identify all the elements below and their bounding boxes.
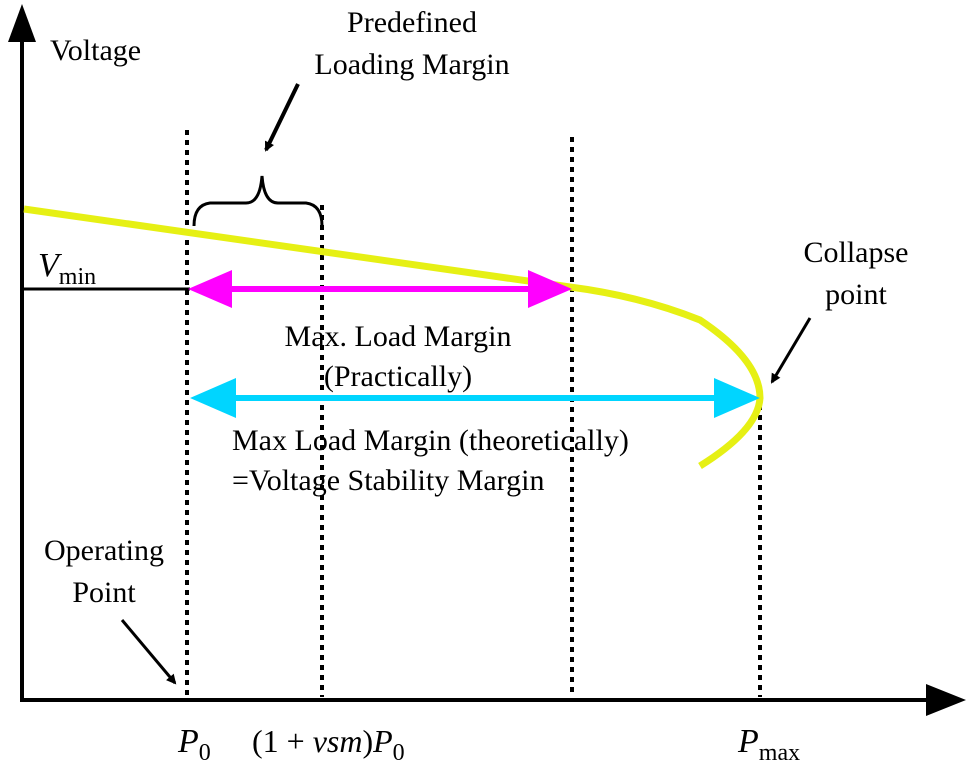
practical-margin-arrow	[188, 270, 572, 308]
pv-curve	[23, 205, 764, 469]
practical-margin-label-line1: Max. Load Margin	[285, 320, 512, 353]
predefined-margin-label-line2: Loading Margin	[314, 48, 509, 81]
operating-point-label-line1: Operating	[44, 534, 164, 567]
collapse-label-line2: point	[825, 278, 887, 311]
predefined-margin-brace	[192, 175, 324, 227]
predefined-margin-label-line1: Predefined	[347, 6, 477, 39]
x-tick-pmax: Pmax	[737, 723, 800, 766]
theoretical-margin-label-line2: =Voltage Stability Margin	[232, 464, 544, 497]
collapse-pointer-arrow	[770, 317, 812, 384]
operating-point-label-line2: Point	[72, 576, 136, 609]
vmin-label: Vmin	[38, 247, 96, 290]
theoretical-margin-arrow	[190, 378, 760, 418]
operating-pointer-arrow	[120, 619, 177, 685]
x-axis-arrowhead	[926, 684, 966, 716]
collapse-label-line1: Collapse	[804, 236, 909, 269]
x-tick-vsm: (1 + vsm)P0	[252, 723, 405, 766]
theoretical-margin-label-line1: Max Load Margin (theoretically)	[232, 424, 629, 457]
y-axis-arrowhead	[8, 4, 36, 42]
predefined-pointer-arrow	[264, 83, 300, 152]
y-axis-label: Voltage	[50, 34, 141, 67]
practical-margin-label-line2: (Practically)	[324, 360, 472, 393]
x-tick-p0: P0	[177, 723, 211, 766]
